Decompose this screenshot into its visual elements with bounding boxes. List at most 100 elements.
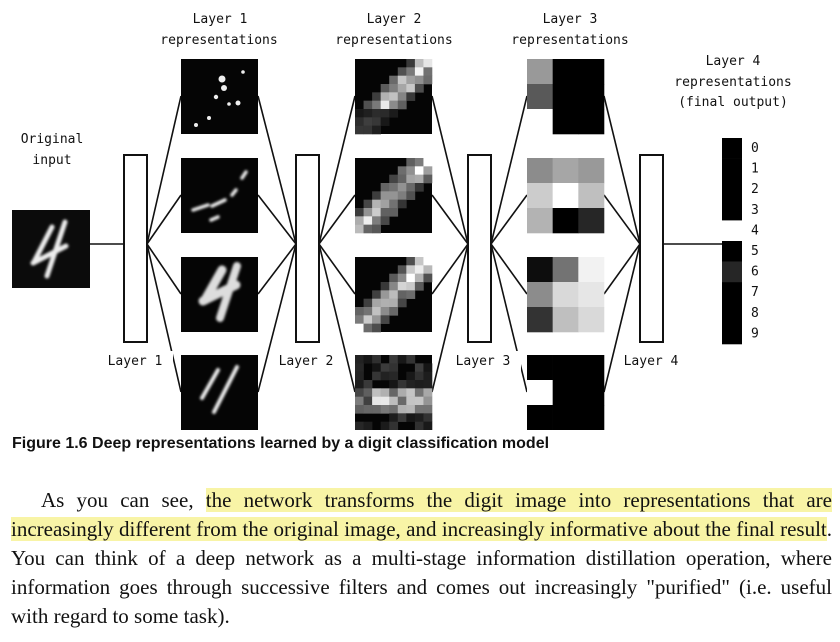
layer2-pixel [363,396,373,406]
layer2-pixel [372,117,381,126]
layer2-pixel [423,174,433,184]
layer2-pixel [397,282,407,291]
layer2-pixel [380,371,390,381]
layer2-pixel [389,396,399,406]
layer3-cell [578,208,605,234]
layer2-pixel [363,405,373,414]
layer2-pixel [423,257,433,266]
layer3-rep-2 [527,158,605,234]
layer2-pixel [372,290,381,299]
layer2-pixel [423,75,433,85]
layer2-pixel [389,208,399,217]
layer2-pixel [423,413,433,422]
top-labels: Layer 1 representations Layer 2 represen… [21,12,792,168]
layer2-rep-4 [355,355,433,430]
layer2-pixel [406,166,416,175]
layer2-pixel [406,396,416,406]
layer2-pixel [414,265,424,274]
layer3-reps-label-line2: representations [511,33,628,48]
layer2-pixel [397,191,407,200]
layer1-label: Layer 1 [108,354,163,369]
layer2-pixel [406,265,416,274]
layer2-pixel [355,208,364,217]
layer2-pixel [423,166,433,175]
paragraph-intro: As you can see, [41,488,206,512]
original-input-image [12,210,90,288]
layer3-cell [552,380,579,406]
layer2-pixel [414,371,424,381]
layer2-pixel [355,405,364,414]
layer3-cell [552,208,579,234]
layer2-pixel [423,158,433,167]
layer2-pixel [423,421,433,430]
layer3-cell [552,257,579,283]
layer2-rep-1 [355,59,433,135]
layer3-cell [552,282,579,308]
layer2-pixel [372,298,381,308]
output-cell-8 [722,302,742,324]
layer1-rep-3 [181,257,258,332]
layer2-pixel [389,191,399,200]
original-input-label-line1: Original [21,132,84,147]
layer2-pixel [372,191,381,200]
layer2-pixel [406,355,416,364]
layer2-pixel [397,355,407,364]
layer2-pixel [397,199,407,209]
layer2-pixel [380,290,390,299]
layer3-reps-label-line1: Layer 3 [543,12,598,27]
layer2-pixel [363,298,373,308]
layer2-pixel [372,109,381,118]
layer3-cell [578,307,605,333]
layer2-pixel [406,59,416,68]
layer2-pixel [397,174,407,184]
layer3-cell [552,84,579,110]
layer2-pixel [414,413,424,422]
layer3-cell [552,59,579,85]
layer-4-bar [639,154,664,343]
layer2-pixel [397,273,407,283]
layer2-pixel [380,191,390,200]
layer2-pixel [389,355,399,364]
layer2-pixel [363,199,373,209]
layer2-pixel [406,257,416,266]
layer3-cell [527,183,553,209]
layer2-pixel [380,421,390,430]
layer2-pixel [397,265,407,274]
layer2-reps-label-line1: Layer 2 [367,12,422,27]
layer2-pixel [389,109,399,118]
layer2-pixel [414,183,424,192]
layer3-cell [527,257,553,283]
layer3-cell [527,307,553,333]
layer2-pixel [389,75,399,85]
layer2-pixel [406,174,416,184]
layer3-cell [578,257,605,283]
figure-caption: Figure 1.6 Deep representations learned … [12,435,550,452]
layer3-cell [527,282,553,308]
output-digit-label: 4 [751,223,759,238]
layer2-pixel [406,183,416,192]
layer2-pixel [372,315,381,324]
layer2-pixel [397,396,407,406]
layer2-pixel [363,355,373,364]
layer2-pixel [406,92,416,101]
layer2-pixel [423,380,433,389]
output-cell-6 [722,261,742,283]
layer2-pixel [414,174,424,184]
layer2-pixel [414,273,424,283]
layer1-rep-1 [181,59,258,134]
layer2-pixel [397,84,407,93]
layer2-pixel [414,396,424,406]
layer2-pixel [355,363,364,372]
layer2-pixel [414,158,424,167]
layer2-pixel [406,371,416,381]
layer2-pixel [372,125,381,135]
layer2-pixel [363,109,373,118]
layer2-pixel [355,315,364,324]
layer2-pixel [423,388,433,397]
layer2-pixel [406,413,416,422]
layer3-cell [578,158,605,184]
layer2-pixel [414,166,424,175]
layer2-pixel [406,273,416,283]
